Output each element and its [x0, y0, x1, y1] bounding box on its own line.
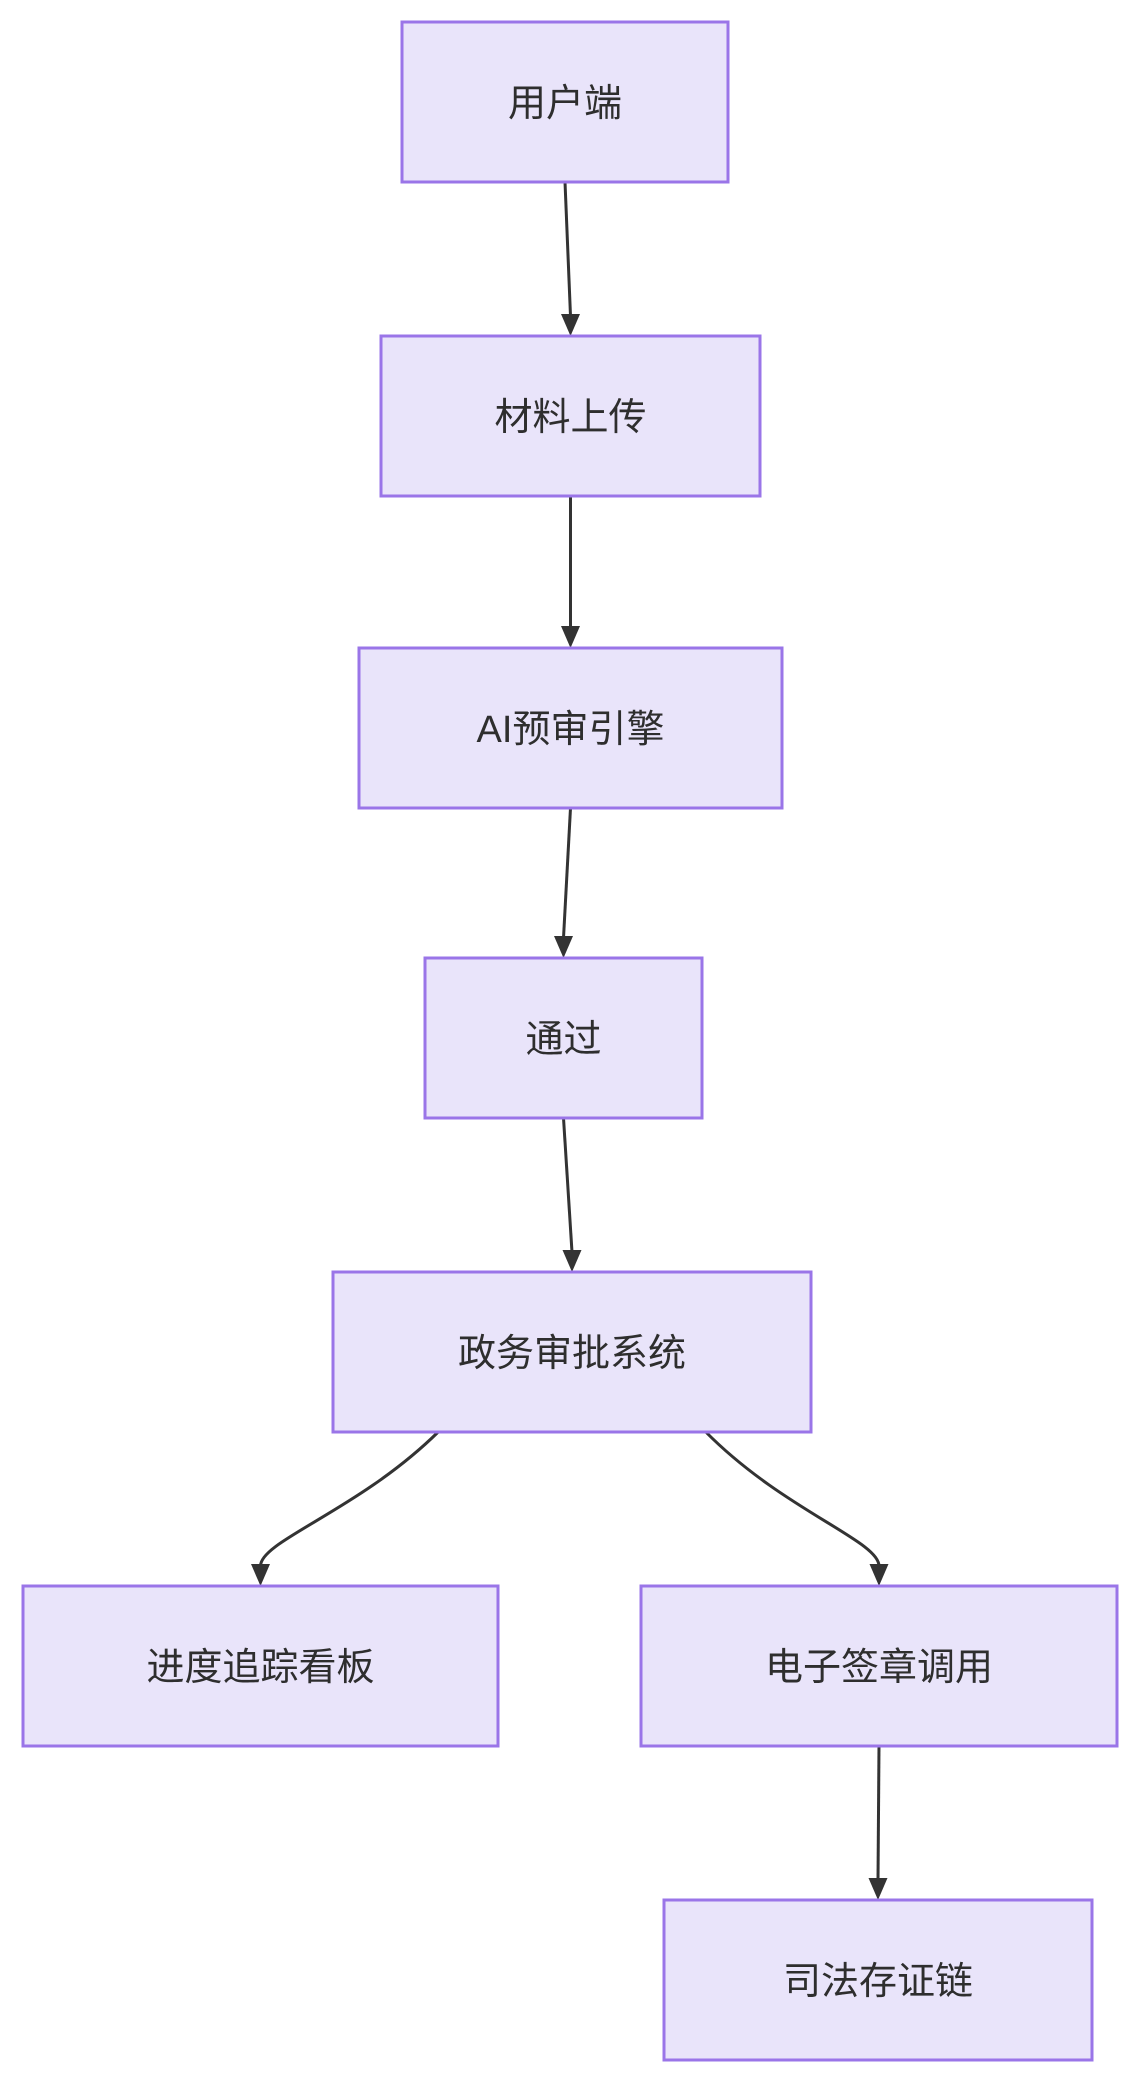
- arrow-head: [562, 1250, 582, 1272]
- node-label: 用户端: [508, 83, 622, 125]
- edge-line: [704, 1430, 881, 1567]
- flow-node-upload[interactable]: 材料上传: [379, 334, 762, 498]
- node-box[interactable]: [639, 1584, 1119, 1748]
- edge-layer: [251, 181, 889, 1900]
- flow-edge: [561, 181, 580, 336]
- node-box[interactable]: [400, 20, 730, 184]
- arrow-head: [561, 314, 580, 336]
- flow-node-approval-system[interactable]: 政务审批系统: [331, 1270, 813, 1434]
- flow-edge: [704, 1430, 889, 1586]
- node-box[interactable]: [662, 1898, 1094, 2062]
- arrow-head: [868, 1878, 888, 1900]
- node-label: 材料上传: [494, 397, 646, 439]
- flow-edge: [561, 496, 580, 648]
- flow-node-judicial-chain[interactable]: 司法存证链: [662, 1898, 1094, 2062]
- arrow-head: [251, 1564, 270, 1586]
- flow-node-e-seal[interactable]: 电子签章调用: [639, 1584, 1119, 1748]
- node-box[interactable]: [379, 334, 762, 498]
- flow-node-pass[interactable]: 通过: [423, 956, 704, 1120]
- edge-line: [259, 1430, 440, 1567]
- flow-edge: [251, 1430, 440, 1586]
- flow-node-progress-board[interactable]: 进度追踪看板: [21, 1584, 500, 1748]
- node-label: 进度追踪看板: [146, 1647, 374, 1689]
- node-box[interactable]: [357, 646, 784, 810]
- flow-edge: [868, 1745, 888, 1900]
- flow-node-ai-review[interactable]: AI预审引擎: [357, 646, 784, 810]
- node-box[interactable]: [423, 956, 704, 1120]
- node-label: 司法存证链: [783, 1961, 973, 2003]
- edge-line: [562, 807, 572, 939]
- edge-line: [562, 1117, 574, 1253]
- flow-edge: [554, 807, 573, 958]
- arrow-head: [554, 936, 573, 958]
- arrow-head: [869, 1564, 889, 1586]
- arrow-head: [561, 626, 580, 648]
- node-box[interactable]: [331, 1270, 813, 1434]
- node-label: 电子签章调用: [765, 1647, 993, 1689]
- node-label: 通过: [525, 1019, 601, 1061]
- node-label: AI预审引擎: [477, 709, 665, 751]
- edge-line: [876, 1745, 881, 1881]
- node-label: 政务审批系统: [458, 1333, 686, 1375]
- flow-node-client[interactable]: 用户端: [400, 20, 730, 184]
- flow-edge: [562, 1117, 582, 1272]
- node-box[interactable]: [21, 1584, 500, 1748]
- edge-line: [563, 181, 572, 317]
